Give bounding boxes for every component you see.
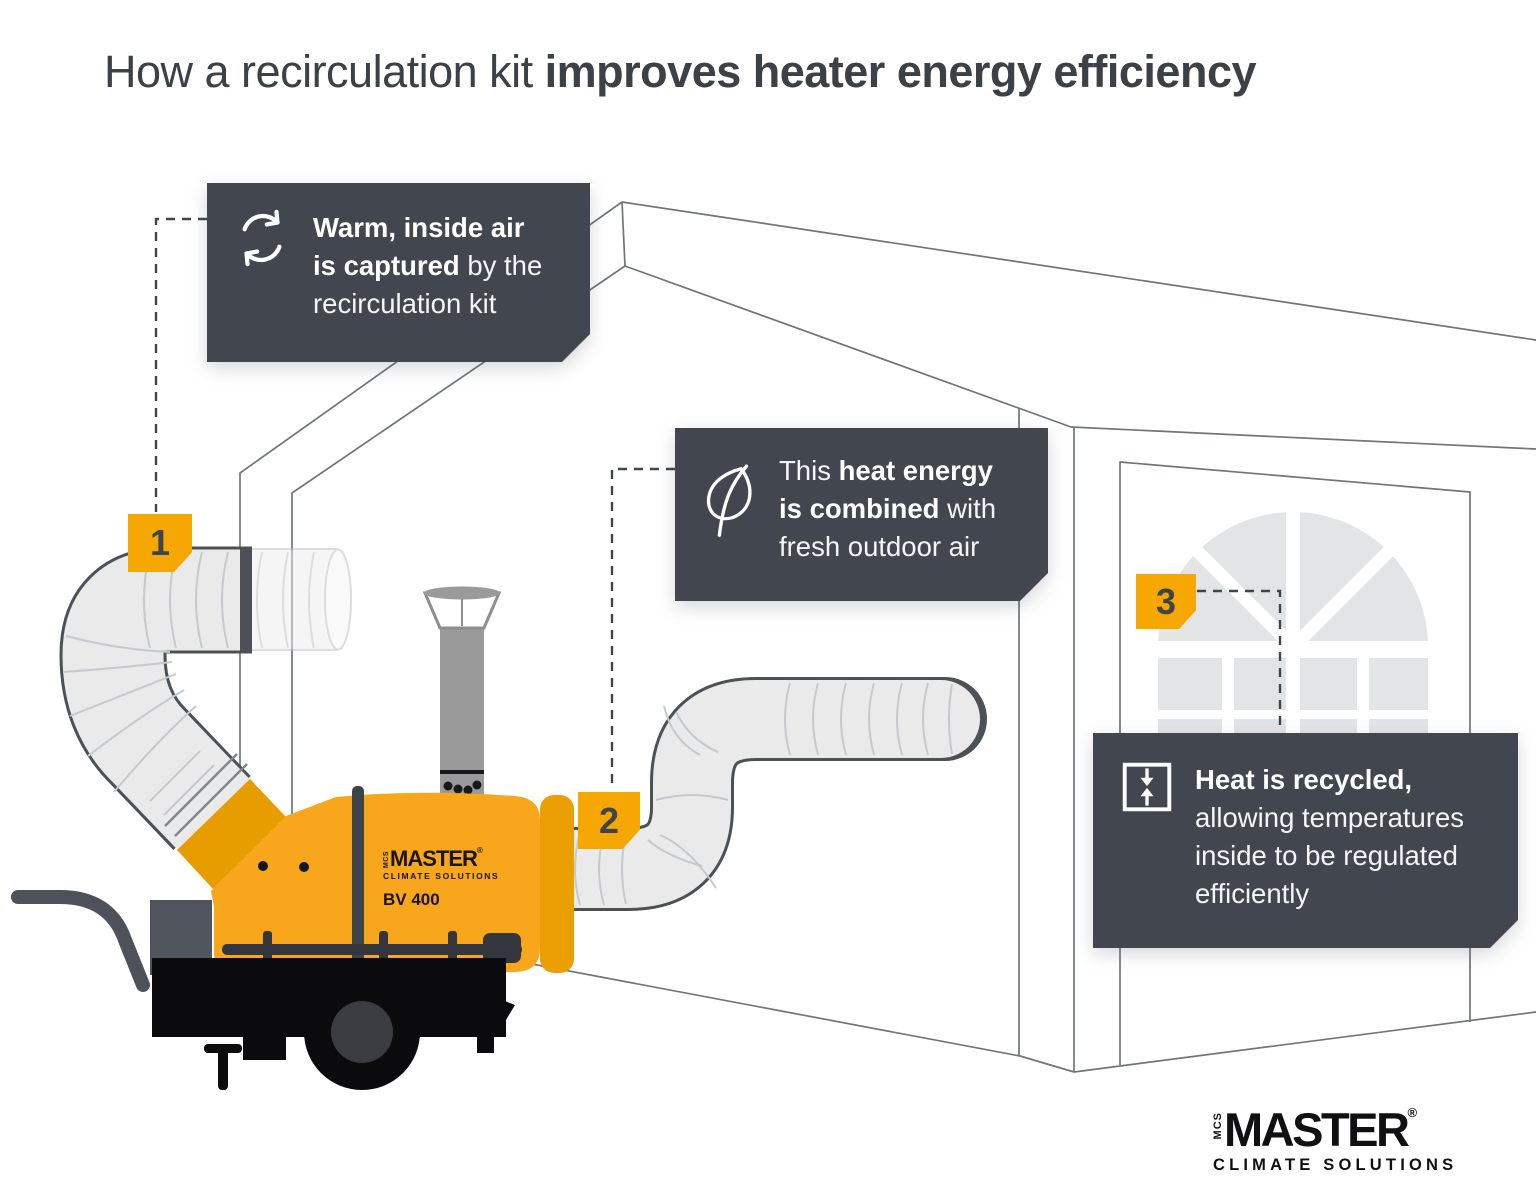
footer-logo-brand: MASTER [1224, 1103, 1410, 1156]
callout-2-line2-bold: is combined [779, 493, 940, 524]
heater-vent-dot [299, 862, 309, 872]
heater-end-cap [540, 795, 574, 973]
heater-wheel-hub [331, 1001, 393, 1063]
callout-1-line2-bold: is captured [313, 250, 460, 281]
callout-2-line1-light: This [779, 455, 839, 486]
callout-3-line2: allowing temperatures [1195, 802, 1465, 833]
heater-chimney [422, 586, 502, 800]
building-facade-top [1070, 426, 1536, 450]
connector-callout3 [1197, 589, 1282, 731]
heater-fuel-rail [222, 931, 522, 965]
callout-3-line1: Heat is recycled, [1195, 764, 1413, 795]
heater-vent-dot [258, 861, 268, 871]
heater-brand-prefix: MCS [383, 851, 390, 869]
callout-3-line3: inside to be regulated [1195, 840, 1458, 871]
heat-exchange-icon [1121, 761, 1173, 948]
callout-1-line1: Warm, inside air [313, 212, 525, 243]
building-facade-bottom [1073, 1011, 1536, 1073]
heater-jack-stand [204, 1044, 242, 1090]
connector-callout1 [154, 217, 207, 512]
heater-duct-collar [177, 779, 286, 889]
callout-2-line3: fresh outdoor air [779, 531, 980, 562]
heater-body [211, 792, 540, 972]
footer-logo-sub: CLIMATE SOLUTIONS [1213, 1156, 1458, 1174]
heater-brand-name: MASTER [390, 846, 478, 871]
callout-2-wrap: This heat energy is combined with fresh … [675, 428, 1048, 601]
page-title: How a recirculation kit improves heater … [104, 46, 1257, 98]
callout-1-line3: recirculation kit [313, 288, 497, 319]
callout-1: Warm, inside air is captured by the reci… [207, 183, 590, 362]
footer-logo-prefix: MCS [1212, 1112, 1224, 1140]
callout-3-text: Heat is recycled, allowing temperatures … [1195, 761, 1464, 948]
step-badge-1-number: 1 [149, 522, 171, 563]
title-light: How a recirculation kit [104, 46, 545, 97]
callout-1-text: Warm, inside air is captured by the reci… [313, 209, 542, 362]
heater-tow-handle [11, 890, 150, 992]
outlet-duct-ribs [574, 682, 953, 906]
callout-3-line4: efficiently [1195, 878, 1310, 909]
recirculation-duct [59, 546, 254, 853]
step-badge-2: 2 [578, 792, 640, 849]
building-apex-edge [621, 201, 626, 267]
arched-window [1152, 503, 1434, 735]
callout-3-wrap: Heat is recycled, allowing temperatures … [1093, 733, 1518, 948]
step-badge-3-number: 3 [1155, 580, 1177, 622]
dashed-connectors [154, 217, 1282, 790]
callout-2-text: This heat energy is combined with fresh … [779, 452, 996, 601]
heater-brand-label: MCS MASTER ® CLIMATE SOLUTIONS BV 400 [383, 846, 500, 910]
footer-brand-logo: MCS MASTER ® CLIMATE SOLUTIONS [1212, 1103, 1458, 1175]
heater-mast [352, 786, 364, 988]
heater-brand-sub: CLIMATE SOLUTIONS [383, 871, 500, 881]
ghost-duct [242, 548, 352, 651]
callout-1-wrap: Warm, inside air is captured by the reci… [207, 183, 590, 362]
recirculation-arrows-icon [233, 209, 291, 362]
heater-brand-reg: ® [476, 846, 483, 855]
outlet-duct [515, 677, 987, 911]
callout-1-line2-light: by the [459, 250, 543, 281]
callout-2-line2-light: with [939, 493, 996, 524]
heater [11, 586, 574, 1090]
connector-callout2 [610, 467, 675, 790]
title-bold: improves heater energy efficiency [544, 46, 1257, 97]
step-badge-1: 1 [128, 514, 192, 572]
building-ridge-line [621, 201, 1536, 341]
step-badge-2-number: 2 [598, 799, 620, 841]
leaf-icon [701, 462, 757, 601]
recirculation-duct-seams [164, 753, 248, 837]
footer-logo-reg: ® [1407, 1105, 1418, 1120]
heater-model-label: BV 400 [383, 890, 440, 909]
building-eave-line [624, 265, 1072, 428]
callout-2-line1-bold: heat energy [838, 455, 993, 486]
step-badge-3: 3 [1136, 574, 1196, 629]
callout-3: Heat is recycled, allowing temperatures … [1093, 733, 1518, 948]
callout-2: This heat energy is combined with fresh … [675, 428, 1048, 601]
